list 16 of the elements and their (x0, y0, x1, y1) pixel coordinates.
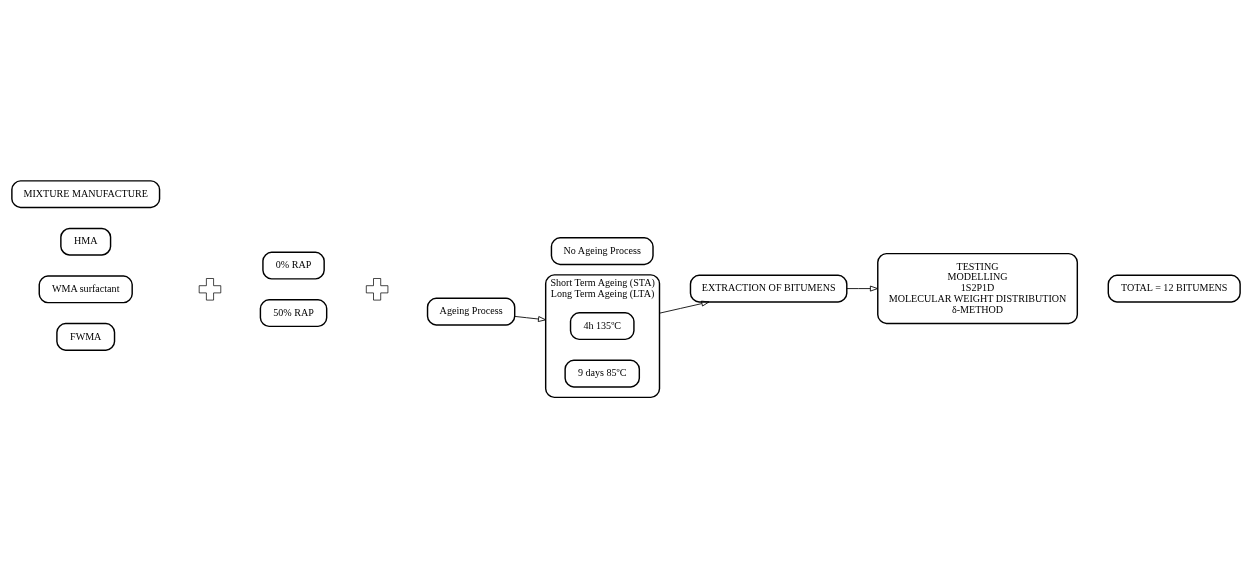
node-box: 9 days 85ºC (564, 359, 641, 388)
node-box: HMA (60, 227, 112, 256)
node-box: TESTING MODELLING 1S2P1D MOLECULAR WEIGHT DISTRIBUTION δ-METHOD (877, 252, 1079, 325)
node-box: 0% RAP (262, 251, 325, 280)
node-box: EXTRACTION OF BITUMENS (689, 274, 848, 303)
node-box: TOTAL = 12 BITUMENS (1107, 274, 1241, 303)
node-box: 50% RAP (259, 299, 328, 328)
node-box: MIXTURE MANUFACTURE (11, 180, 161, 209)
arrow (659, 300, 710, 314)
node-box: 4h 135ºC (569, 312, 635, 341)
node-box: Ageing Process (426, 297, 516, 326)
node-box: No Ageing Process (550, 237, 654, 266)
node-box: WMA surfactant (38, 275, 133, 304)
arrow (846, 285, 878, 292)
node-box: FWMA (56, 322, 116, 351)
arrow (514, 316, 547, 322)
